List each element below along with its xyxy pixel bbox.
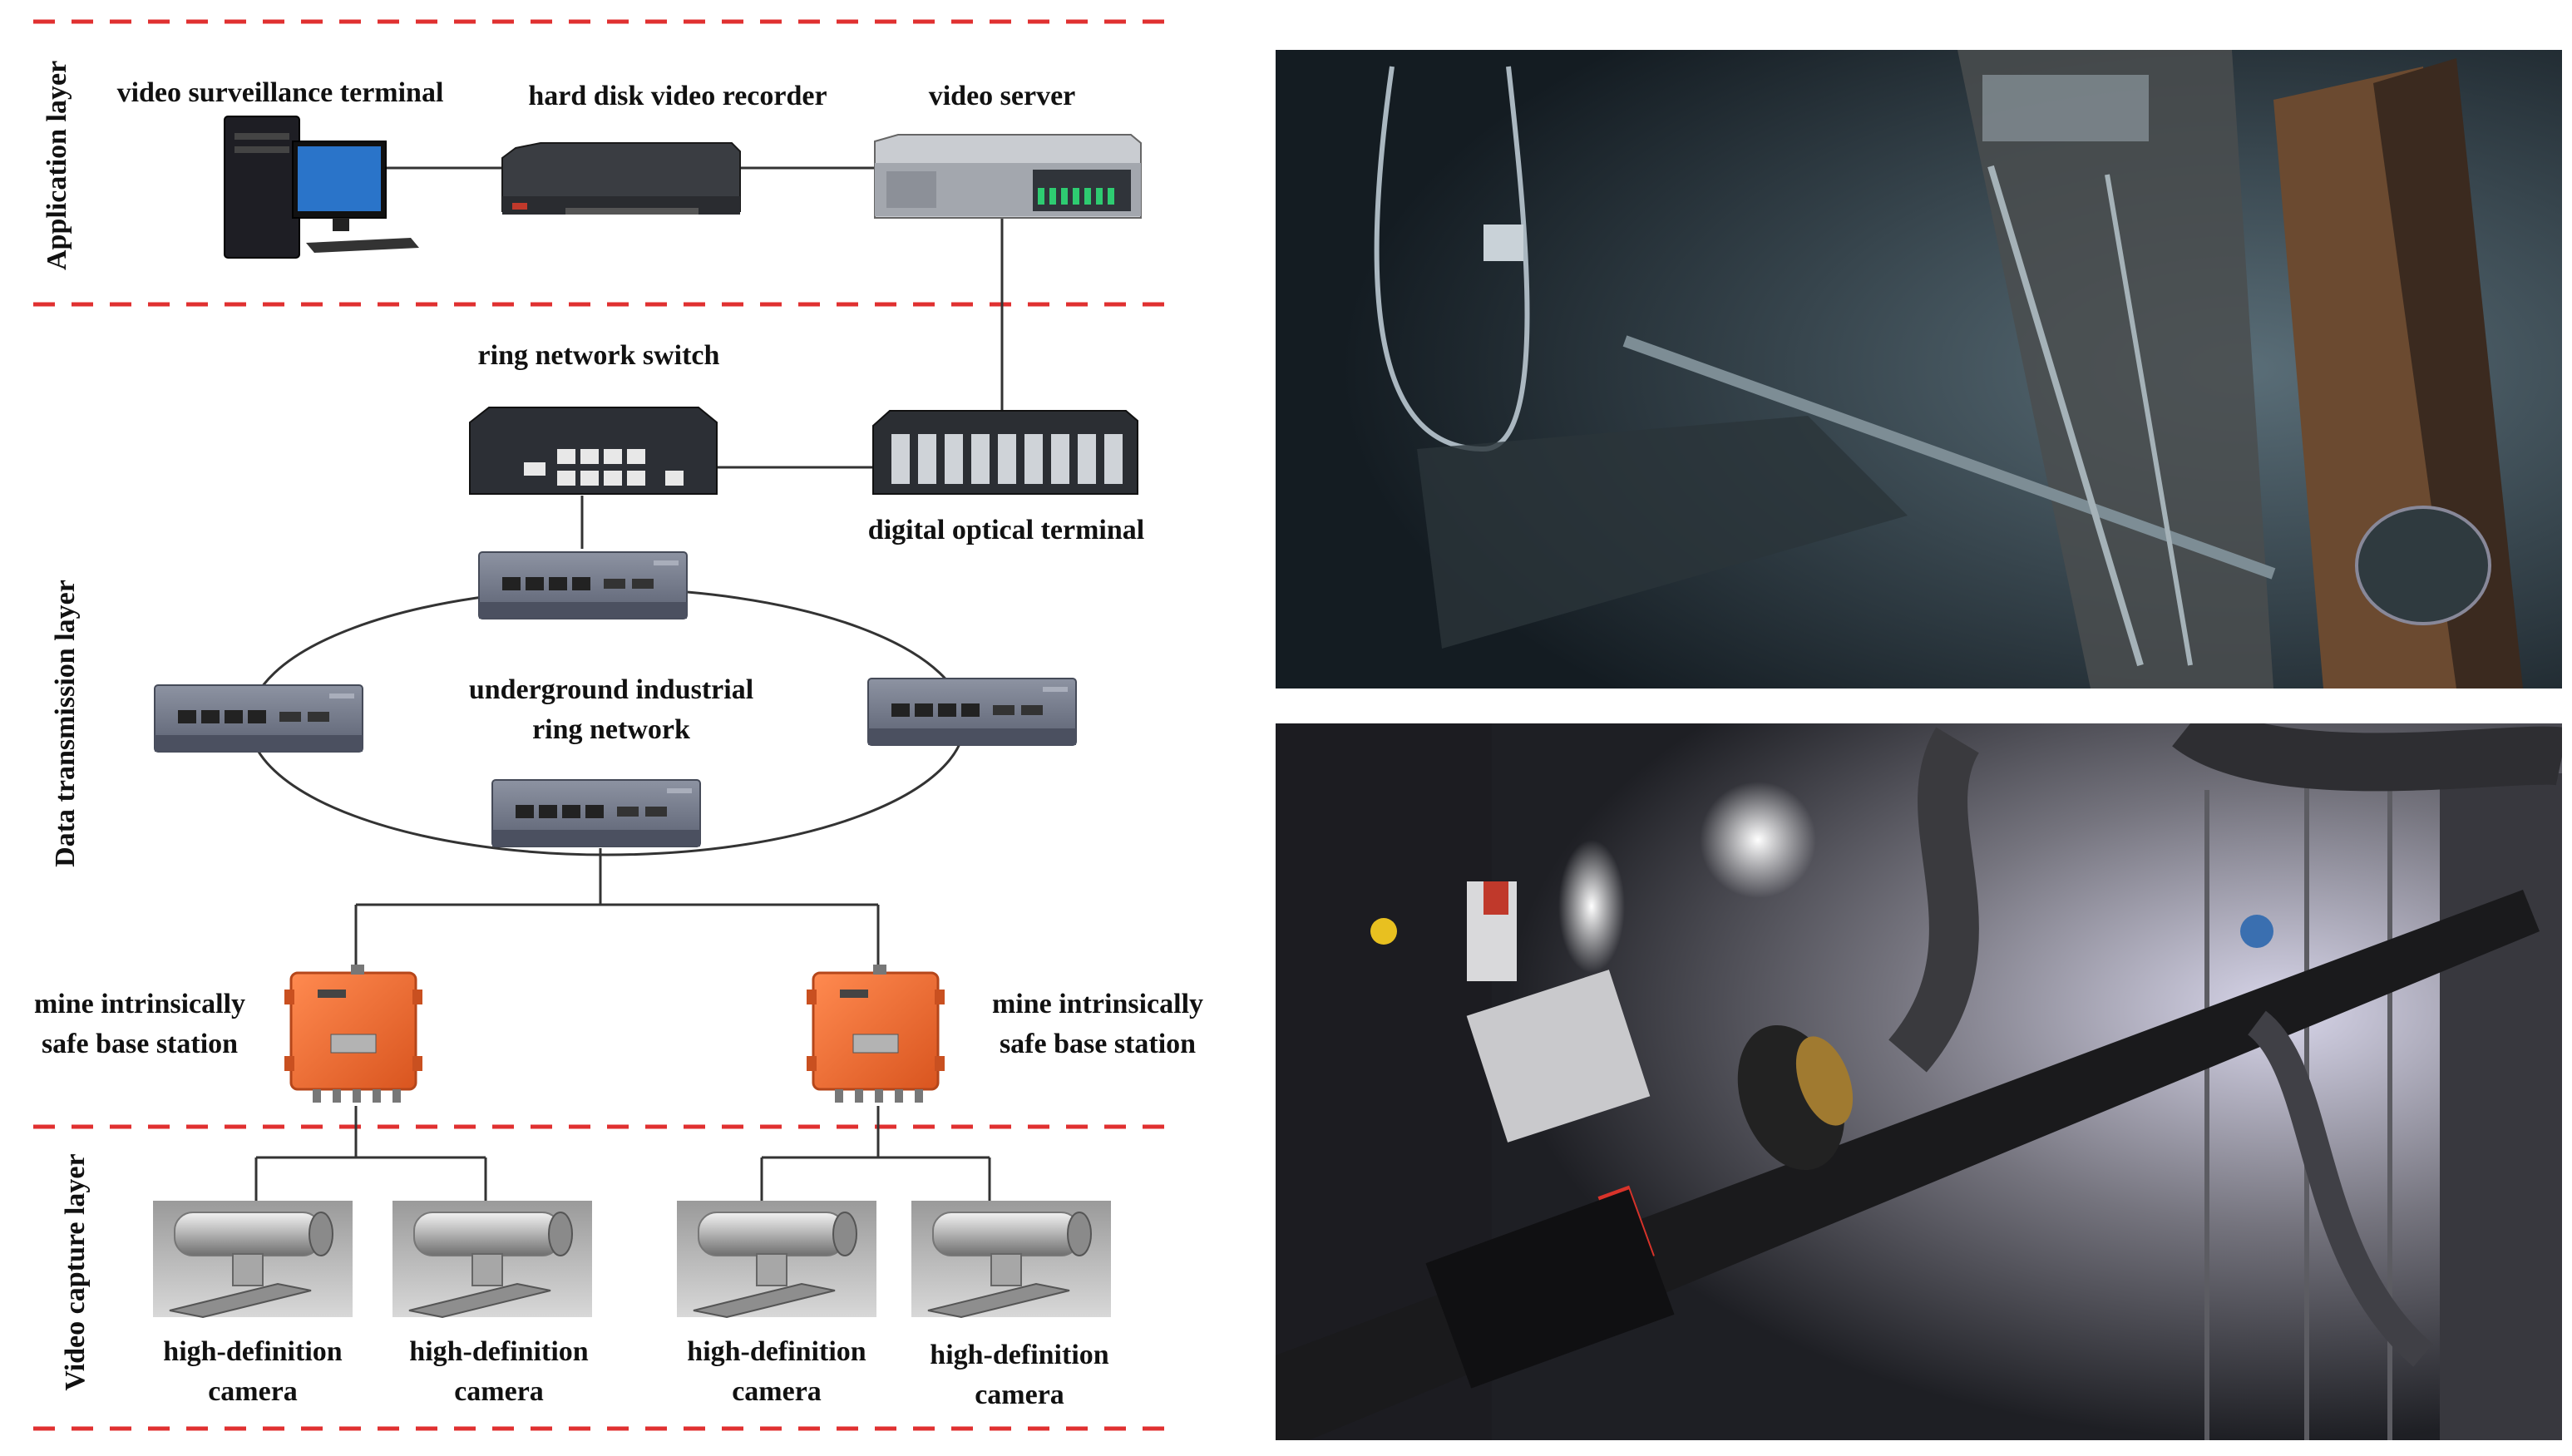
camera-4-label-line1: high-definition [930,1340,1109,1370]
video-server-image [874,134,1142,219]
camera-3-label-line2: camera [732,1376,822,1407]
camera-3-image [676,1200,877,1318]
surveillance-terminal-label: video surveillance terminal [116,77,444,108]
ring-switch-left [154,684,363,753]
application-layer-label: Application layer [42,60,72,270]
optical-terminal-label: digital optical terminal [867,515,1145,545]
drilling-rig-photo [1276,723,2562,1440]
ring-switch-top [478,551,688,619]
ring-switch-right [867,678,1077,746]
camera-4-image [911,1200,1112,1318]
ring-network-switch-image [469,407,718,495]
base-station-right-label-line1: mine intrinsically [991,989,1204,1019]
video-server-label: video server [928,81,1076,111]
camera-3-label-line1: high-definition [687,1336,866,1367]
camera-2-label-line1: high-definition [409,1336,589,1367]
drilling-photo-graphic [1276,723,2562,1440]
ring-switch-bottom [491,779,701,847]
surveillance-terminal-image [224,116,419,259]
base-station-right-image [805,963,946,1104]
camera-2-label-line2: camera [454,1376,544,1407]
ring-network-label-line2: ring network [532,714,690,745]
camera-1-image [152,1200,353,1318]
digital-optical-terminal-image [872,410,1138,495]
network-architecture-diagram: Application layer Data transmission laye… [0,0,1231,1452]
capture-layer-label: Video capture layer [60,1153,91,1391]
underground-tunnel-photo [1276,50,2562,689]
transmission-layer-label: Data transmission layer [50,580,81,867]
video-recorder-image [501,142,741,215]
camera-1-label-line1: high-definition [163,1336,343,1367]
diagram-graphics [33,19,1181,1431]
camera-1-label-line2: camera [208,1376,298,1407]
video-recorder-label: hard disk video recorder [528,81,827,111]
layer-dividers [33,19,1181,1431]
ring-network-label-line1: underground industrial [468,674,754,705]
camera-2-image [392,1200,593,1318]
camera-4-label-line2: camera [975,1379,1064,1410]
tunnel-photo-graphic [1276,50,2562,689]
ring-switch-label: ring network switch [477,340,720,371]
base-station-left-image [283,963,424,1104]
base-station-left-label-line2: safe base station [41,1029,239,1059]
base-station-left-label-line1: mine intrinsically [33,989,246,1019]
base-station-right-label-line2: safe base station [999,1029,1197,1059]
